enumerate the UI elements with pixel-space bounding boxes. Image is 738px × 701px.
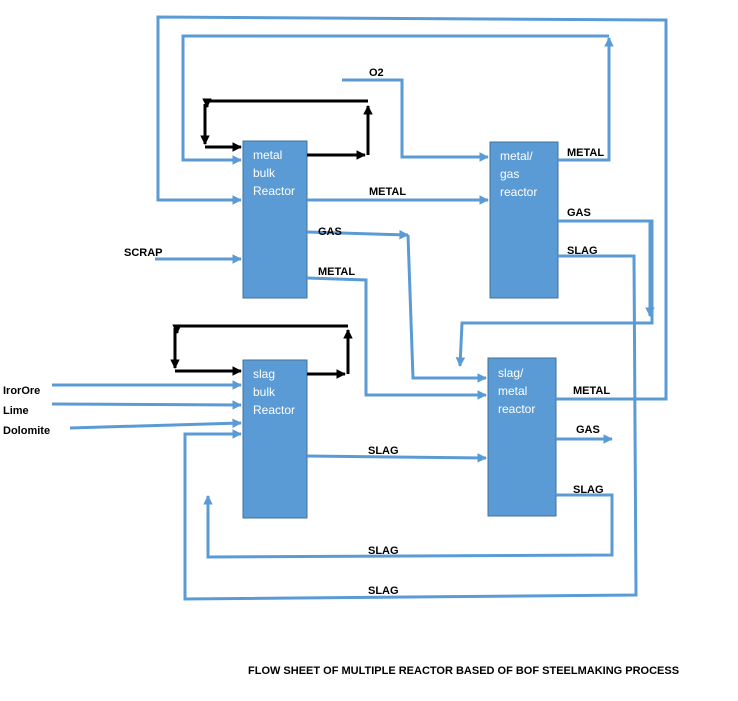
o2-flow	[342, 78, 489, 162]
metal-gas-slag-out	[183, 254, 638, 601]
slag-metal-reactor: slag/ metal reactor	[487, 357, 557, 517]
slag-metal-reactor-line-3: reactor	[498, 402, 535, 416]
slag-metal-reactor-line-1: slag/	[498, 366, 524, 380]
slag-metal-slag-label: SLAG	[573, 484, 604, 496]
slag-bulk-reactor-line-2: bulk	[253, 385, 276, 399]
stream-labels: O2 SCRAP METAL GAS METAL METAL GAS SLAG …	[3, 67, 610, 597]
metal-gas-gas-label: GAS	[567, 207, 591, 219]
metal-gas-metal-label: METAL	[567, 147, 604, 159]
diagram-caption: FLOW SHEET OF MULTIPLE REACTOR BASED OF …	[248, 665, 679, 677]
metal-bulk-gas-label: GAS	[318, 226, 342, 238]
flow-lines	[51, 15, 668, 601]
slag-metal-metal-label: METAL	[573, 385, 610, 397]
slag-bulk-internal-loop	[170, 324, 353, 379]
slag-bulk-slag-label: SLAG	[368, 445, 399, 457]
metal-gas-reactor-line-3: reactor	[500, 185, 537, 199]
slag-bulk-to-slag-metal	[306, 453, 487, 463]
metal-gas-reactor: metal/ gas reactor	[489, 141, 559, 299]
metal-gas-slag-label: SLAG	[567, 245, 598, 257]
slag-metal-metal-out	[156, 15, 668, 401]
o2-label: O2	[369, 67, 384, 79]
dolomite-label: Dolomite	[3, 425, 50, 437]
metal-bulk-metal-label: METAL	[369, 186, 406, 198]
lime-label: Lime	[3, 405, 29, 417]
metal-gas-reactor-line-1: metal/	[500, 149, 533, 163]
metal-bulk-gas-flow	[306, 229, 409, 240]
slag-metal-gas-label: GAS	[576, 424, 600, 436]
slag-bulk-reactor-line-3: Reactor	[253, 403, 295, 417]
lime-flow	[51, 400, 242, 410]
metal-gas-reactor-line-2: gas	[500, 167, 519, 181]
metal-bulk-reactor: metal bulk Reactor	[242, 140, 308, 299]
metal-gas-metal-out	[558, 37, 614, 162]
metal-bulk-reactor-line-1: metal	[253, 148, 282, 162]
dolomite-flow	[69, 418, 242, 430]
iron-ore-label: IrorOre	[3, 385, 40, 397]
slag-metal-reactor-line-2: metal	[498, 384, 527, 398]
slag-metal-slag-out	[203, 493, 614, 559]
metal-bulk-internal-loop	[200, 98, 373, 160]
metal-gas-gas-out	[455, 219, 654, 367]
metal-bulk-reactor-line-2: bulk	[253, 166, 276, 180]
slag-return-label-1: SLAG	[368, 545, 399, 557]
metal-bulk-metal-flow	[306, 276, 487, 400]
scrap-label: SCRAP	[124, 247, 163, 259]
metal-bulk-reactor-line-3: Reactor	[253, 184, 295, 198]
slag-bulk-reactor-line-1: slag	[253, 367, 275, 381]
slag-return-label-2: SLAG	[368, 585, 399, 597]
slag-bulk-reactor: slag bulk Reactor	[242, 359, 308, 519]
metal-bulk-metal-label-2: METAL	[318, 266, 355, 278]
